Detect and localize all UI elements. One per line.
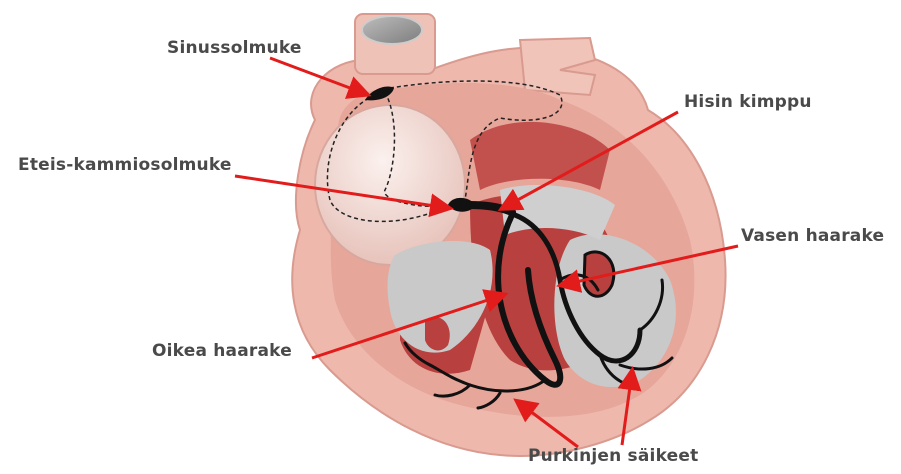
- label-av-node: Eteis-kammiosolmuke: [18, 155, 232, 175]
- label-purkinje-fibers: Purkinjen säikeet: [528, 446, 698, 466]
- label-right-bundle-branch: Oikea haarake: [152, 341, 292, 361]
- label-sinus-node: Sinussolmuke: [167, 38, 302, 58]
- right-atrium: [315, 105, 465, 265]
- label-his-bundle: Hisin kimppu: [684, 92, 812, 112]
- aorta-opening: [362, 16, 422, 44]
- label-left-bundle-branch: Vasen haarake: [741, 226, 884, 246]
